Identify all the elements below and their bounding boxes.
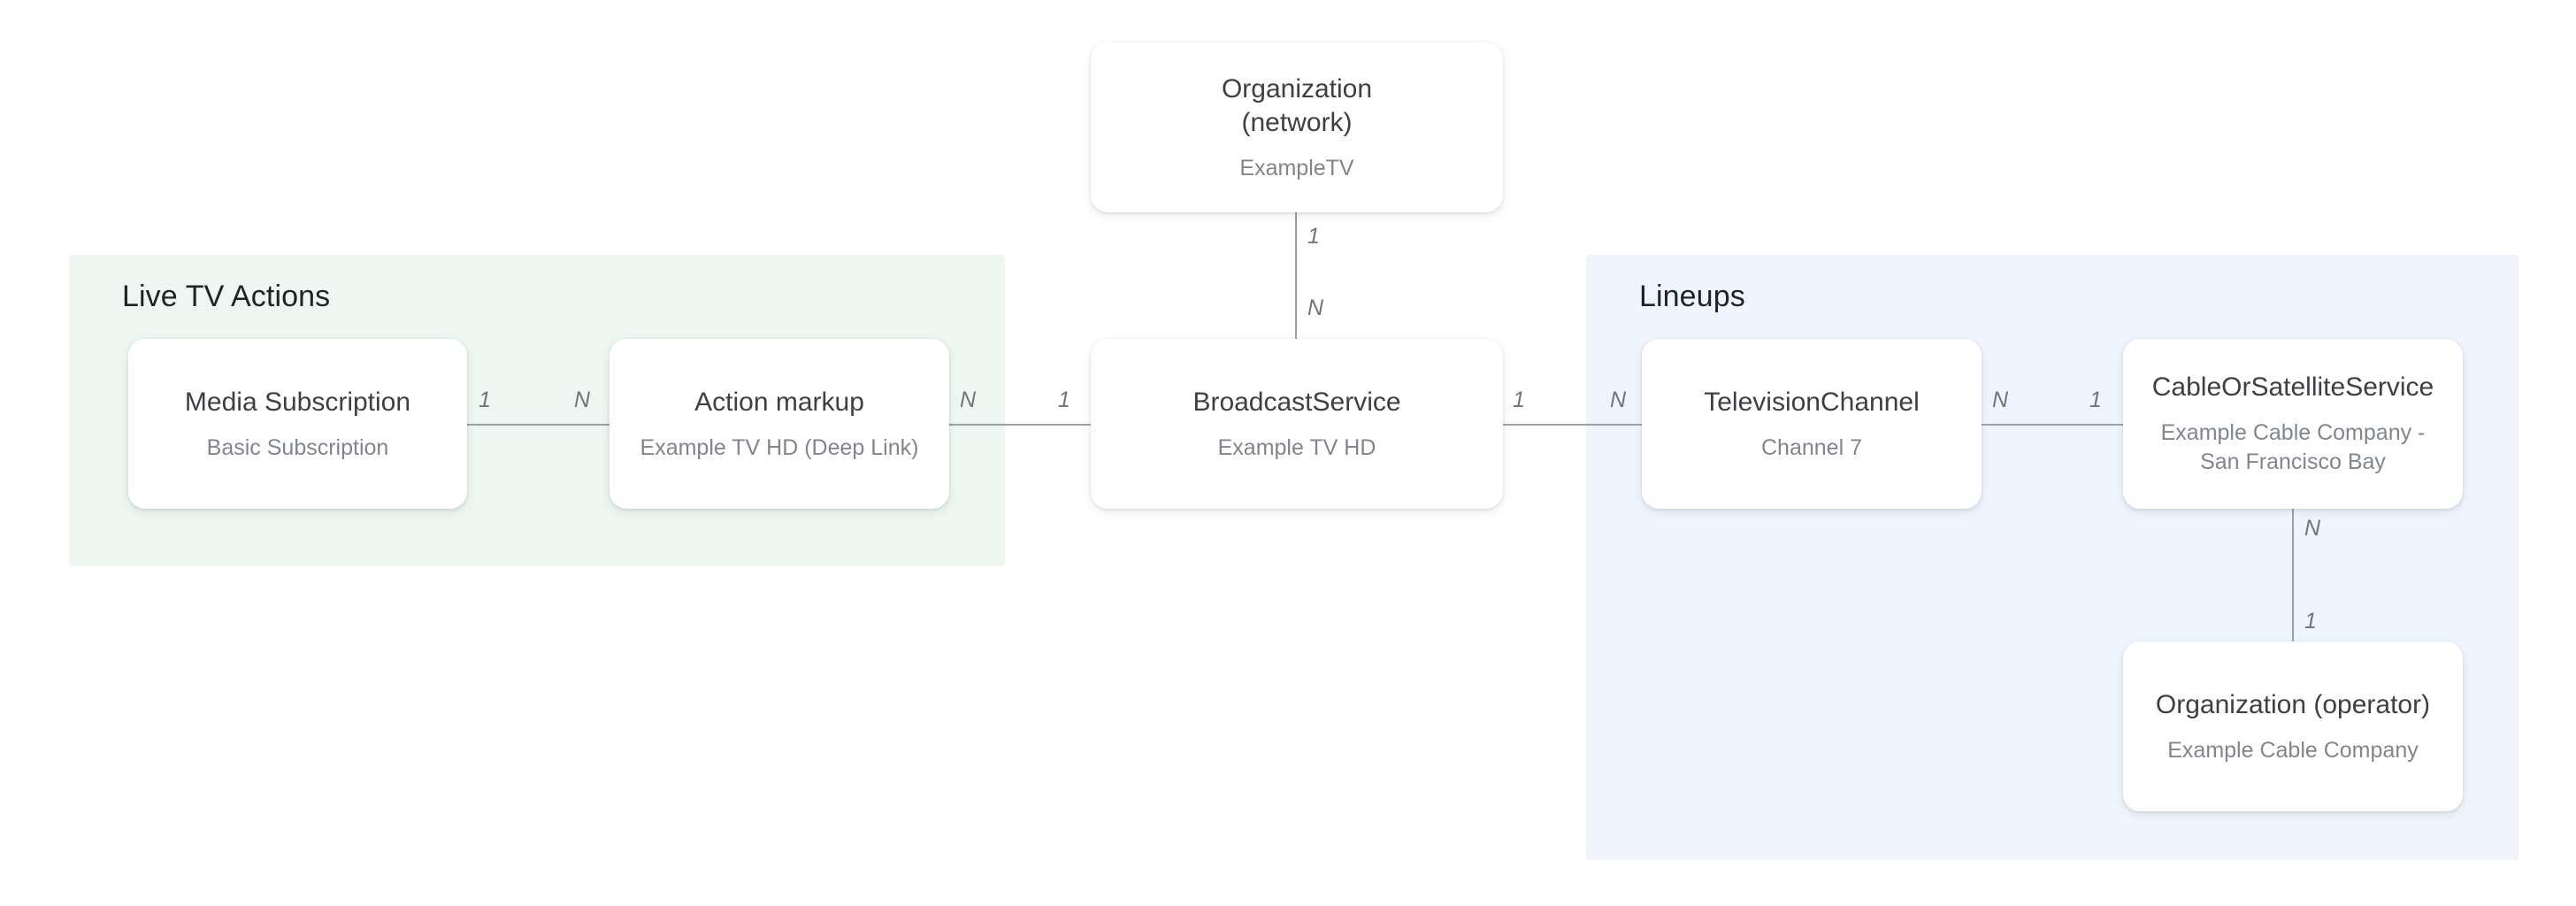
- edge-cardinality-media-sub-action-markup-from: 1: [479, 388, 491, 412]
- node-subtitle: Basic Subscription: [206, 434, 389, 460]
- node-subtitle: ExampleTV: [1239, 155, 1354, 180]
- group-title-lineups: Lineups: [1639, 280, 1745, 313]
- edge-cardinality-tv-channel-cable-sat-to: 1: [2089, 388, 2102, 412]
- edge-line-media-sub-action-markup: [467, 424, 610, 426]
- node-television-channel[interactable]: TelevisionChannel Channel 7: [1642, 339, 1982, 509]
- edge-cardinality-cable-sat-org-operator-from: N: [2304, 516, 2321, 541]
- node-title: CableOrSatelliteService: [2151, 372, 2434, 402]
- edge-cardinality-action-markup-broadcast-to: 1: [1058, 388, 1070, 412]
- edge-line-cable-sat-org-operator: [2292, 509, 2294, 641]
- edge-cardinality-org-network-broadcast-from: 1: [1307, 224, 1320, 249]
- edge-line-action-markup-broadcast: [949, 424, 1091, 426]
- edge-cardinality-action-markup-broadcast-from: N: [960, 388, 977, 412]
- edge-cardinality-org-network-broadcast-to: N: [1307, 296, 1324, 320]
- node-organization-network[interactable]: Organization (network) ExampleTV: [1091, 42, 1503, 212]
- node-title: Organization (network): [1221, 73, 1373, 137]
- node-title: TelevisionChannel: [1704, 387, 1920, 417]
- edge-cardinality-broadcast-tv-channel-from: 1: [1513, 388, 1525, 412]
- node-subtitle: Example Cable Company - San Francisco Ba…: [2160, 420, 2426, 474]
- group-title-live-tv-actions: Live TV Actions: [122, 280, 331, 313]
- node-subtitle: Example Cable Company: [2167, 737, 2419, 763]
- node-subtitle: Example TV HD (Deep Link): [640, 434, 919, 460]
- node-subtitle: Channel 7: [1761, 434, 1862, 460]
- edge-cardinality-cable-sat-org-operator-to: 1: [2304, 609, 2317, 633]
- node-cable-or-satellite-service[interactable]: CableOrSatelliteService Example Cable Co…: [2123, 339, 2463, 509]
- edge-cardinality-tv-channel-cable-sat-from: N: [1992, 388, 2009, 412]
- node-title: Action markup: [694, 387, 864, 417]
- edge-cardinality-broadcast-tv-channel-to: N: [1610, 388, 1627, 412]
- node-title: BroadcastService: [1192, 387, 1401, 417]
- edge-line-tv-channel-cable-sat: [1982, 424, 2123, 426]
- edge-cardinality-media-sub-action-markup-to: N: [574, 388, 591, 412]
- node-title: Organization (operator): [2155, 689, 2431, 719]
- edge-line-broadcast-tv-channel: [1503, 424, 1642, 426]
- node-title: Media Subscription: [184, 387, 411, 417]
- edge-line-org-network-broadcast: [1295, 212, 1297, 339]
- node-broadcast-service[interactable]: BroadcastService Example TV HD: [1091, 339, 1503, 509]
- node-media-subscription[interactable]: Media Subscription Basic Subscription: [128, 339, 467, 509]
- node-action-markup[interactable]: Action markup Example TV HD (Deep Link): [610, 339, 949, 509]
- node-subtitle: Example TV HD: [1217, 434, 1376, 460]
- node-organization-operator[interactable]: Organization (operator) Example Cable Co…: [2123, 641, 2463, 811]
